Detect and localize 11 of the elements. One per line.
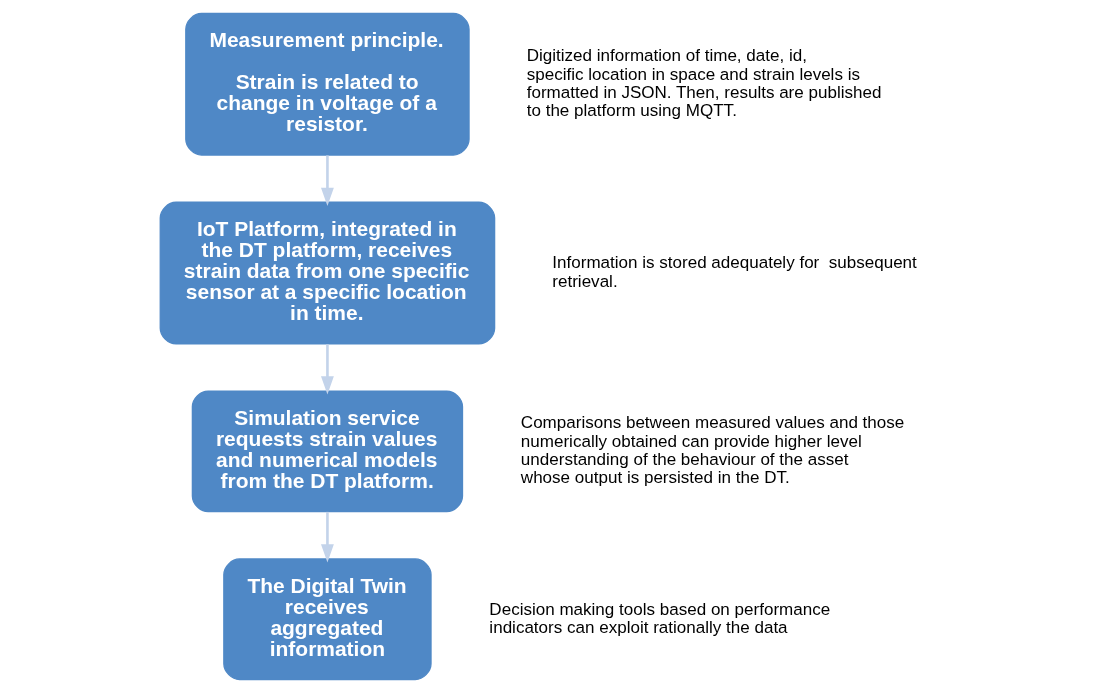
node-label: Digitized information of time, date, id, specific location in space and strain levels is formatted in JSON. Then, results are published to the platform using MQTT. xyxy=(526,46,881,121)
arrow xyxy=(320,155,334,207)
node-label: Comparisons between measured values and those numerically obtained can provide higher level understanding of the behaviour of the asset whose output is persisted in the DT. xyxy=(520,413,904,488)
arrow xyxy=(320,344,334,395)
node-box: IoT Platform, integrated in the DT platform, receives strain data from one specific sensor at a specific location in time. xyxy=(159,201,495,345)
node-label: Information is stored adequately for subsequent retrieval. xyxy=(551,253,917,291)
node-box: The Digital Twin receives aggregated information xyxy=(222,558,432,681)
node-box: Simulation service requests strain values and numerical models from the DT platform. xyxy=(191,390,463,513)
arrow xyxy=(320,511,334,563)
node-label: Decision making tools based on performance indicators can exploit rationally the data xyxy=(488,599,830,637)
node-box: Measurement principle. Strain is related to change in voltage of a resistor. xyxy=(184,12,470,156)
